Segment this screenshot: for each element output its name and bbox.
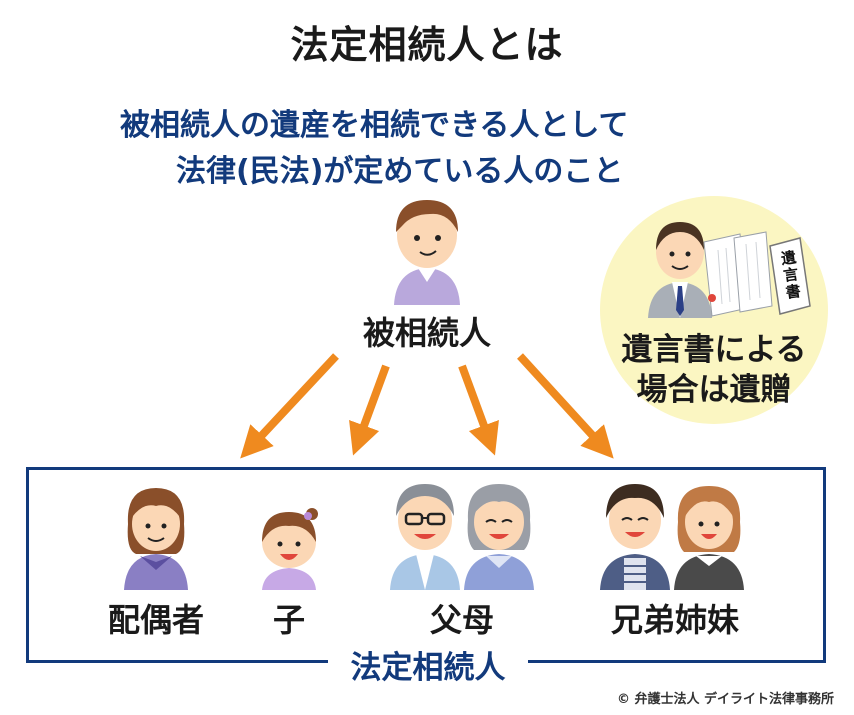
will-note-line-2: 場合は遺贈: [636, 372, 792, 408]
arrow-to-child: [349, 364, 390, 456]
brother-figure: [600, 484, 670, 590]
heir-label-parents: 父母: [429, 601, 494, 639]
spouse-figure: [124, 488, 188, 590]
heir-label-child: 子: [272, 601, 305, 639]
arrow-to-parents: [458, 364, 499, 456]
child-figure: [262, 508, 318, 590]
arrow-to-spouse: [240, 353, 339, 459]
heir-label-siblings: 兄弟姉妹: [610, 601, 739, 639]
copyright-notice: © 弁護士法人 デイライト法律事務所: [616, 692, 834, 707]
father-figure: [390, 484, 460, 590]
subtitle-line-1: 被相続人の遺産を相続できる人として: [120, 108, 629, 143]
heir-label-spouse: 配偶者: [107, 601, 204, 639]
arrow-to-siblings: [517, 353, 614, 459]
will-note-line-1: 遺言書による: [621, 332, 807, 368]
legal-heirs-label: 法定相続人: [328, 642, 528, 687]
page-title: 法定相続人とは: [290, 23, 564, 67]
decedent-label: 被相続人: [362, 314, 491, 352]
subtitle-line-2: 法律(民法)が定めている人のこと: [176, 154, 624, 189]
mother-figure: [464, 484, 534, 590]
sister-figure: [674, 486, 744, 590]
decedent-figure: [394, 200, 460, 305]
will-person-figure: [648, 222, 712, 318]
will-document-icon: [703, 231, 811, 317]
